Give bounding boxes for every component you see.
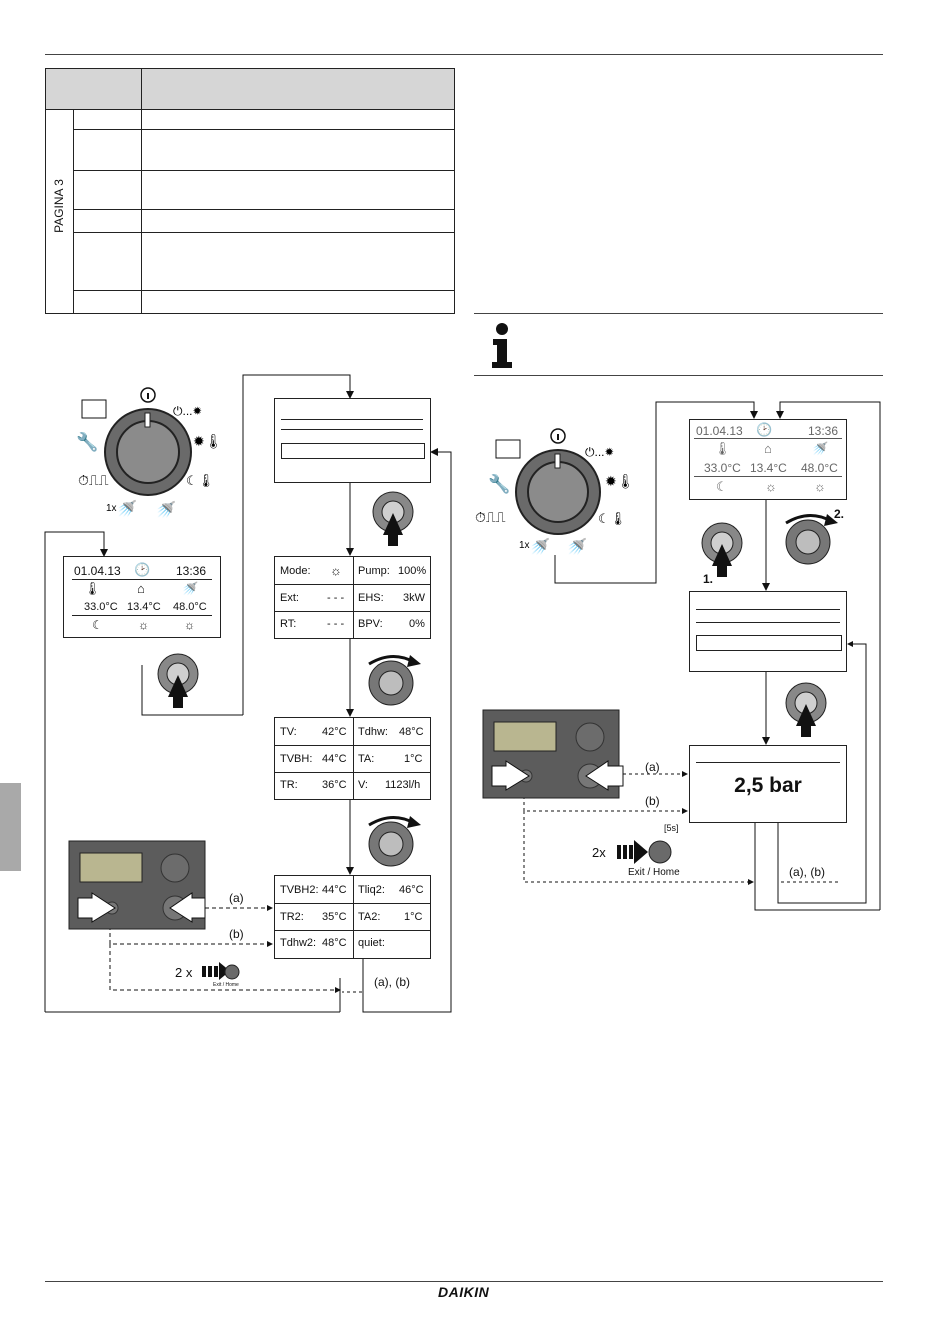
controller-device-icon	[68, 840, 206, 930]
svg-text:🚿: 🚿	[117, 499, 137, 518]
sun-icon: ☼	[814, 479, 826, 494]
temp-2: 13.4°C	[750, 461, 787, 475]
svg-text:⏱⎍⎍: ⏱⎍⎍	[475, 509, 506, 525]
step-2-label: 2.	[834, 507, 845, 521]
footer-rule	[45, 1281, 883, 1282]
svg-text:1x: 1x	[519, 540, 530, 551]
time: 13:36	[176, 564, 207, 578]
date: 01.04.13	[696, 424, 743, 438]
note-top-rule	[474, 313, 883, 314]
svg-text:✹🌡: ✹🌡	[605, 473, 635, 489]
parameter-table: PAGINA 3	[45, 68, 455, 314]
controller-device-icon	[482, 709, 624, 799]
left-home-screen: 01.04.13 🕑 13:36 🌡 ⌂ 🚿 33.0°C 13.4°C 48.…	[63, 556, 221, 638]
svg-text:⏱⎍⎍: ⏱⎍⎍	[78, 472, 109, 488]
info-panel-3: TVBH2: 44°C Tliq2: 46°C TR2: 35°C TA2: 1…	[274, 875, 431, 959]
info-icon	[492, 323, 512, 368]
note-bottom-rule	[474, 375, 883, 376]
press-knob-icon	[701, 522, 743, 577]
right-home-screen: 01.04.13 🕑 13:36 🌡 ⌂ 🚿 33.0°C 13.4°C 48.…	[689, 419, 847, 500]
exit-home-button-icon	[202, 962, 240, 980]
table-row	[73, 290, 454, 291]
label-b: (b)	[645, 794, 660, 808]
svg-text:⏻...✹: ⏻...✹	[173, 404, 202, 418]
rotary-selector-icon: ⏻...✹ ✹🌡 ☾🌡 🚿 1x 🚿 ⏱⎍⎍ 🔧	[76, 387, 223, 519]
press-knob-icon	[157, 653, 199, 708]
svg-text:🚿: 🚿	[156, 500, 176, 519]
heating-icon: 🌡	[714, 441, 731, 456]
sun-icon: ☼	[330, 563, 342, 578]
pressure-value: 2,5 bar	[734, 774, 802, 797]
moon-icon: ☾	[716, 479, 728, 494]
header-rule	[45, 54, 883, 55]
svg-text:✹🌡: ✹🌡	[193, 433, 223, 449]
press-knob-icon	[372, 491, 414, 546]
info-panel-2: TV: 42°C Tdhw: 48°C TVBH: 44°C TA: 1°C T…	[274, 717, 431, 800]
svg-text:1x: 1x	[106, 503, 117, 514]
turn-knob-icon	[785, 514, 838, 565]
label-ab: (a), (b)	[374, 975, 410, 989]
chapter-tab	[0, 783, 21, 871]
temp-1: 33.0°C	[84, 601, 118, 613]
svg-text:🔧: 🔧	[488, 473, 510, 494]
sun-icon: ☼	[765, 479, 777, 494]
exit-timer: [5s]	[664, 823, 679, 833]
table-row	[73, 232, 454, 233]
clock-icon: 🕑	[756, 422, 773, 437]
svg-text:🚿: 🚿	[530, 537, 550, 556]
label-a: (a)	[645, 760, 660, 774]
table-row	[73, 209, 454, 210]
exit-count: 2 x	[175, 965, 193, 980]
label-b: (b)	[229, 927, 244, 941]
time: 13:36	[808, 424, 839, 438]
table-header-divider	[141, 69, 142, 109]
heating-icon: 🌡	[84, 581, 101, 596]
svg-text:⏻...✹: ⏻...✹	[585, 445, 614, 459]
house-icon: ⌂	[137, 581, 145, 596]
turn-knob-icon	[368, 655, 421, 706]
temp-3: 48.0°C	[173, 601, 207, 613]
label-a: (a)	[229, 891, 244, 905]
info-panel-1: Mode: ☼ Pump: 100% Ext: - - - EHS: 3kW R…	[274, 556, 431, 639]
tap-icon: 🚿	[182, 581, 199, 596]
label-ab: (a), (b)	[789, 865, 825, 879]
exit-home-button-icon	[617, 840, 672, 864]
svg-text:🚿: 🚿	[567, 537, 587, 556]
right-menu-screen	[689, 591, 847, 672]
moon-icon: ☾	[92, 618, 103, 632]
sun-icon: ☼	[184, 618, 195, 632]
table-side-label: PAGINA 3	[52, 179, 66, 233]
temp-2: 13.4°C	[127, 601, 161, 613]
exit-home-label: Exit / Home	[213, 982, 239, 988]
turn-knob-icon	[368, 816, 421, 867]
pressure-screen: 2,5 bar	[689, 745, 847, 823]
house-icon: ⌂	[764, 441, 772, 456]
exit-home-label: Exit / Home	[628, 867, 680, 878]
tap-icon: 🚿	[812, 441, 829, 456]
svg-text:☾🌡: ☾🌡	[186, 473, 214, 488]
left-menu-screen	[274, 398, 431, 483]
table-header	[46, 69, 454, 109]
svg-text:☾🌡: ☾🌡	[598, 511, 626, 526]
temp-3: 48.0°C	[801, 461, 838, 475]
temp-1: 33.0°C	[704, 461, 741, 475]
svg-text:🔧: 🔧	[76, 431, 98, 452]
left-flow-diagram: ⏻...✹ ✹🌡 ☾🌡 🚿 1x 🚿 ⏱⎍⎍ 🔧	[44, 374, 452, 1013]
exit-count: 2x	[592, 845, 606, 860]
brand-logo: DAIKIN	[438, 1284, 490, 1300]
table-row	[73, 129, 454, 130]
press-knob-icon	[785, 682, 827, 737]
date: 01.04.13	[74, 564, 121, 578]
step-1-label: 1.	[703, 572, 714, 586]
table-row	[73, 170, 454, 171]
sun-icon: ☼	[138, 618, 149, 632]
clock-icon: 🕑	[134, 562, 151, 577]
rotary-selector-icon: ⏻...✹ ✹🌡 ☾🌡 🚿 1x 🚿 ⏱⎍⎍ 🔧	[475, 428, 635, 556]
right-flow-diagram: ⏻...✹ ✹🌡 ☾🌡 🚿 1x 🚿 ⏱⎍⎍ 🔧	[475, 401, 881, 911]
